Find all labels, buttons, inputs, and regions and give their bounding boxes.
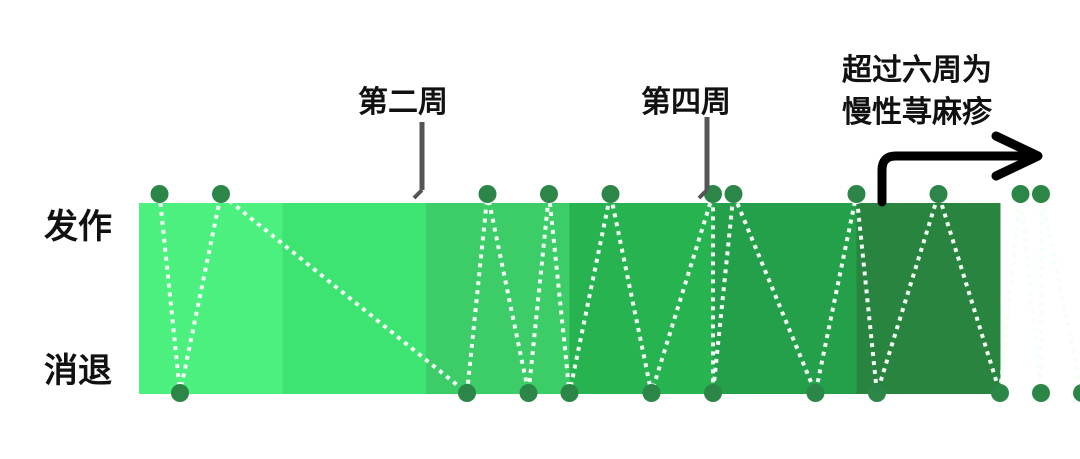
- remission-dot-21: [1073, 384, 1080, 402]
- onset-dot-4: [478, 185, 497, 203]
- chronic-arrow-icon: [877, 131, 1043, 207]
- zigzag-dotted-line: [157, 187, 1080, 400]
- onset-dot-6: [540, 185, 558, 203]
- chronic-label-line1: 超过六周为: [842, 53, 992, 88]
- onset-dot-20: [1032, 185, 1050, 203]
- onset-dot-18: [1011, 185, 1030, 203]
- remission-row-label: 消退: [44, 351, 112, 391]
- onset-dot-0: [150, 185, 169, 203]
- weekly-bands: [139, 203, 1001, 394]
- week-band-2: [282, 203, 427, 394]
- remission-dot-3: [458, 384, 476, 402]
- remission-dot-7: [560, 384, 579, 402]
- remission-dot-11: [704, 384, 722, 402]
- onset-dot-16: [929, 185, 948, 203]
- remission-dot-15: [868, 384, 886, 402]
- onset-dot-8: [601, 185, 620, 203]
- episode-dots: [150, 185, 1080, 402]
- episode-path: [157, 187, 1080, 400]
- remission-dot-1: [171, 384, 189, 402]
- remission-dot-9: [642, 384, 661, 402]
- week-band-4: [569, 203, 714, 394]
- week-band-5: [713, 203, 857, 394]
- remission-dot-17: [991, 384, 1009, 402]
- remission-dot-5: [519, 384, 538, 402]
- week-band-6: [856, 203, 1001, 394]
- remission-dot-19: [1032, 384, 1050, 402]
- onset-row-label: 发作: [44, 207, 112, 247]
- week2-label: 第二周: [358, 85, 448, 120]
- week4-marker-tip: [697, 188, 709, 200]
- remission-dot-13: [806, 384, 825, 402]
- week4-label: 第四周: [641, 85, 731, 120]
- onset-dot-12: [724, 185, 743, 203]
- week-band-3: [426, 203, 570, 394]
- week2-marker-tip: [412, 188, 424, 200]
- week-band-1: [139, 203, 283, 394]
- chronic-label-line2: 慢性荨麻疹: [842, 95, 993, 130]
- onset-dot-2: [212, 185, 230, 203]
- onset-dot-14: [847, 185, 866, 203]
